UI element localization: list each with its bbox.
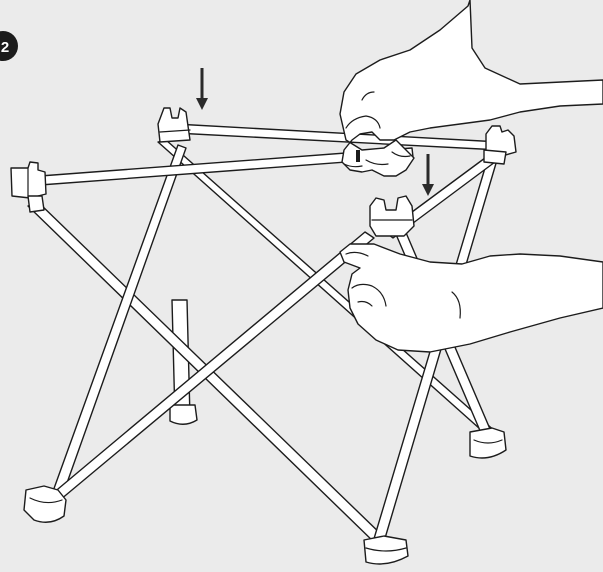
down-arrow-icon-2 [422,154,434,196]
lower-hand [339,243,603,353]
down-arrow-icon-1 [196,68,208,110]
corner-hubs [10,107,517,237]
step-badge: 2 [0,31,18,61]
rail-lock-band [356,150,360,162]
upper-hand-shape [339,0,603,177]
back-foot-cap [169,404,198,425]
rail-back [174,123,501,151]
hub-left-clip [27,195,45,213]
lower-hand-shape [339,243,603,353]
top-rails [39,123,501,186]
hub-left [10,161,47,213]
foot-caps [23,427,507,565]
foot-front [363,535,409,565]
hub-back-body [157,107,191,143]
upper-hand [339,0,603,177]
hub-center-body [369,195,415,237]
hub-back [157,107,191,143]
foot-left [23,485,67,523]
step-badge-circle [0,31,18,61]
hub-right-clip [483,149,507,165]
hub-center [369,195,415,237]
step-number: 2 [1,39,9,56]
hub-right [483,125,517,165]
